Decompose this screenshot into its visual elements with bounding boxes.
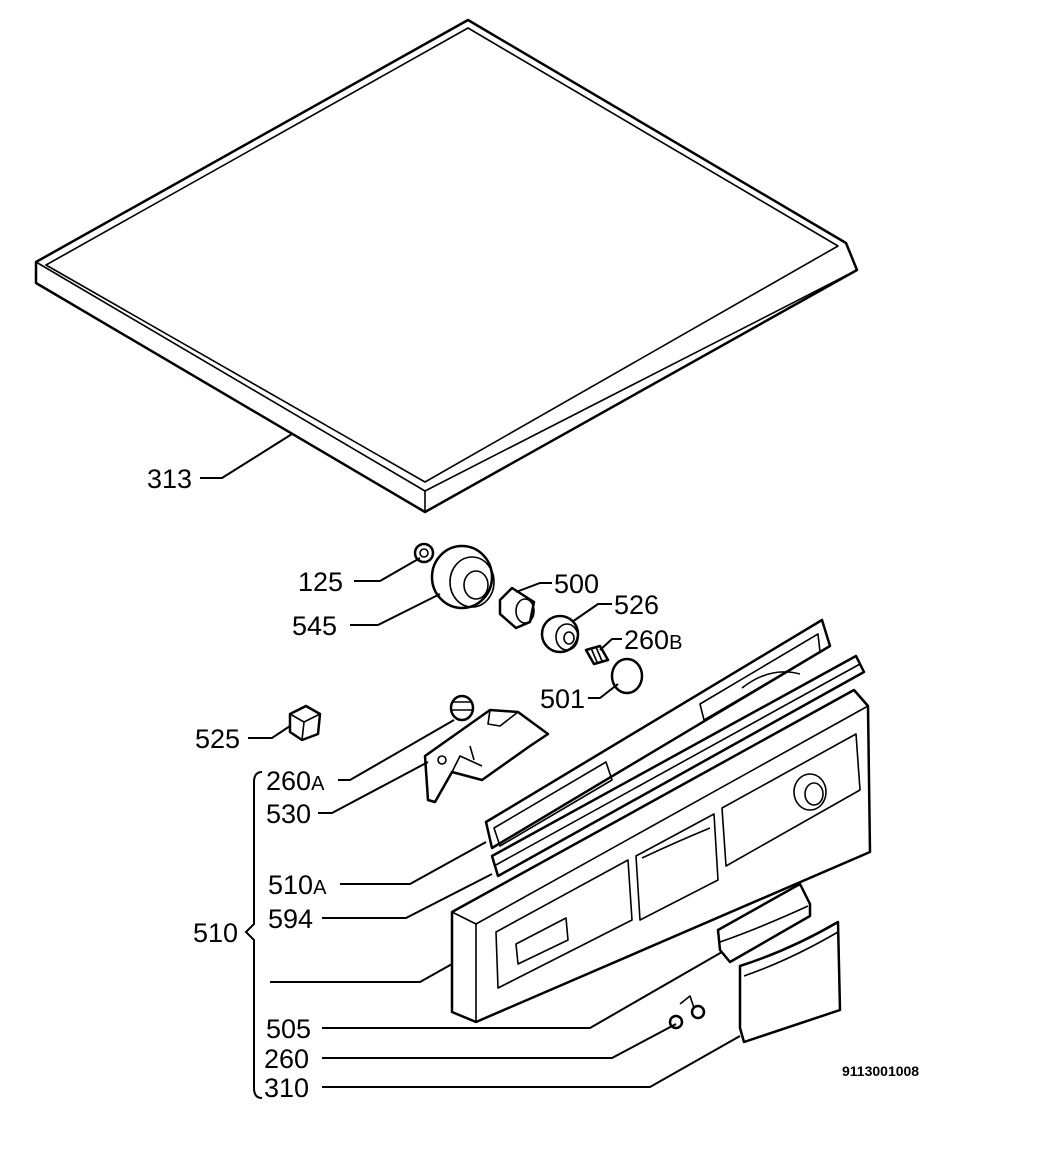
part-260b-spring [584,644,610,666]
part-500-knob-shaft [498,586,536,630]
leader-310 [322,1035,741,1088]
leader-260 [322,1023,677,1059]
label-545: 545 [292,611,337,641]
leader-260b [599,638,622,651]
part-313-top-cover [34,18,859,514]
leader-594 [322,873,493,919]
label-501: 501 [540,684,585,714]
leader-505 [322,951,723,1029]
label-510a: 510A [268,870,327,900]
leader-525 [248,725,291,739]
label-530: 530 [266,799,311,829]
part-501-cap [610,657,644,695]
label-525: 525 [195,724,240,754]
label-260b: 260B [624,625,682,655]
part-510a-panel-strip [484,618,832,850]
part-545-knob-ring [430,544,495,610]
leader-510a [340,841,487,885]
document-number: 9113001008 [842,1063,919,1079]
leader-313 [200,433,293,479]
part-260a-spring [449,694,475,722]
leader-526 [571,603,612,623]
leader-501 [588,683,619,699]
part-510-control-panel [450,688,872,1024]
part-labels: 313 125 545 500 526 260B 501 525 260A 53… [147,464,919,1103]
leader-530 [318,761,429,814]
leader-500 [515,582,552,593]
part-505-flap-insert [716,882,812,964]
leader-lines [200,433,741,1088]
part-594-seal-strip [490,654,866,878]
part-525-clip [288,704,322,742]
label-526: 526 [614,590,659,620]
group-bracket-510 [244,771,263,1099]
label-260: 260 [264,1044,309,1074]
leader-125 [354,557,421,582]
label-310: 310 [264,1073,309,1103]
label-505: 505 [266,1014,311,1044]
leader-545 [350,593,441,626]
label-500: 500 [554,569,599,599]
label-260a: 260A [266,766,325,796]
leader-260a [338,719,455,781]
part-310-flap-door [738,920,842,1044]
leader-510 [270,963,453,983]
label-313: 313 [147,464,192,494]
part-260-springs [668,995,706,1030]
label-125: 125 [298,567,343,597]
part-530-bracket [423,708,550,804]
label-594: 594 [268,904,313,934]
label-510: 510 [193,918,238,948]
part-526-bearing [540,614,580,654]
